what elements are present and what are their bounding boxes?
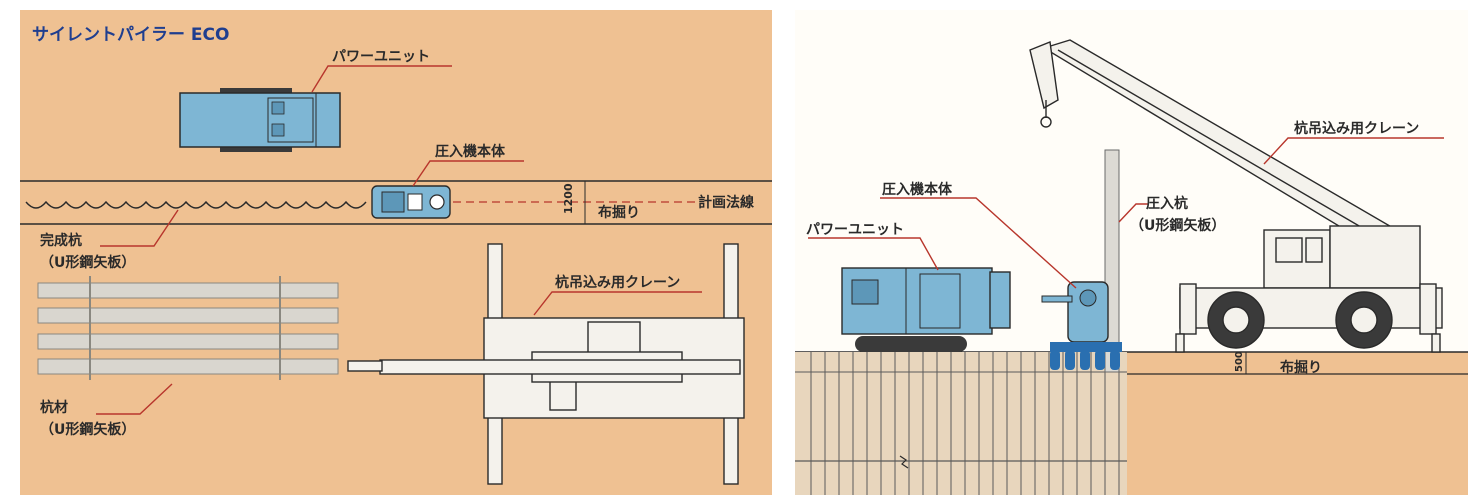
plan-press-machine-drawing [371,185,451,219]
elevation-press-pile-leader [1118,203,1148,223]
elevation-view: 圧入杭 （U形鋼矢板） パワーユニット 圧入機本体 [795,10,1468,495]
plan-completed-pile-leader [100,209,179,247]
plan-press-machine-leader [412,160,524,187]
elevation-crane-label: 杭吊込み用クレーン [1294,120,1419,137]
elevation-power-unit-label: パワーユニット [806,222,904,238]
plan-pile-material-label-2: （U形鋼矢板） [40,421,135,438]
elevation-press-machine-leader [880,197,1077,289]
plan-completed-pile-label-2: （U形鋼矢板） [40,254,135,271]
plan-title: サイレントパイラー ECO [32,25,229,45]
elevation-press-machine-label: 圧入機本体 [882,181,953,198]
plan-dim-1200: 1200 [562,183,575,214]
plan-view: サイレントパイラー ECO パワーユニット 圧入機本体 1200 布掘 [20,10,772,495]
plan-pile-materials [37,276,339,380]
plan-trench-label: 布掘り [598,204,640,221]
elevation-press-pile-label-2: （U形鋼矢板） [1130,217,1225,234]
elevation-crane-leader [1263,137,1444,165]
plan-pile-material-leader [96,383,173,415]
plan-crane-drawing [347,243,745,485]
elevation-crane-drawing [1029,39,1443,353]
elevation-power-unit-leader [808,237,939,271]
elevation-sheet-pile-wall [795,352,1127,495]
plan-power-unit-label: パワーユニット [332,49,430,65]
plan-crane-leader [533,291,702,316]
elevation-press-machine-drawing [1041,281,1122,370]
elevation-trench-label: 布掘り [1280,359,1322,376]
elevation-press-pile-label-1: 圧入杭 [1146,195,1188,212]
plan-completed-pile-label-1: 完成杭 [40,232,82,249]
elevation-dim-500: 500 [1234,351,1245,372]
plan-pile-material-label-1: 杭材 [40,399,68,416]
plan-crane-label: 杭吊込み用クレーン [555,274,680,291]
plan-press-machine-label: 圧入機本体 [435,143,506,160]
plan-completed-pile-wave [25,200,367,209]
elevation-power-unit-drawing [841,267,1011,352]
plan-design-line-label: 計画法線 [698,194,754,211]
plan-power-unit-drawing [179,88,341,152]
plan-power-unit-leader [311,65,452,93]
